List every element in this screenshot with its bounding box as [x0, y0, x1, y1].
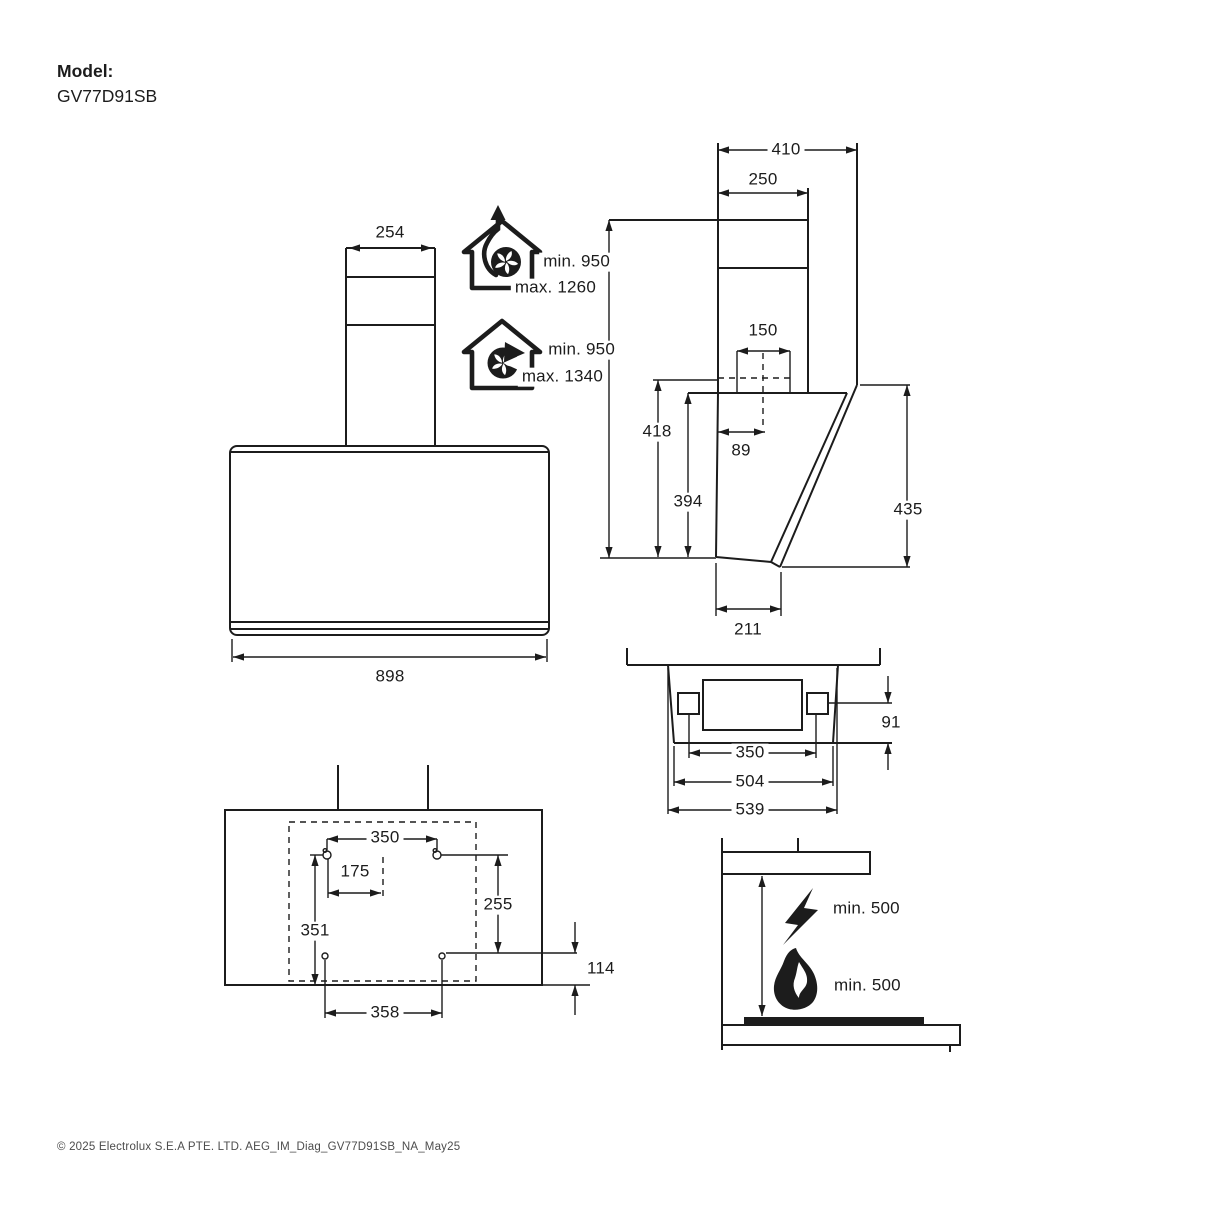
lightning-bolt-icon — [783, 888, 818, 945]
exhaust-max-height-label: max. 1260 — [510, 278, 600, 298]
flame-icon — [773, 948, 818, 1010]
template-hole-drop-label: 255 — [479, 895, 517, 915]
template-bottom-offset-label: 114 — [583, 959, 619, 979]
recirculation-arrowhead-icon — [504, 342, 525, 362]
top-bracket-drop-label: 91 — [881, 712, 901, 732]
clearance-electric-label: min. 500 — [833, 898, 900, 918]
side-rear-height-label: 435 — [889, 500, 927, 520]
side-view-drawing — [600, 143, 911, 616]
clearance-drawing — [721, 838, 961, 1052]
front-body-width-label: 898 — [375, 666, 405, 686]
hood-bottom-slab — [721, 851, 871, 875]
exhaust-min-height-label: min. 950 — [539, 252, 614, 272]
mounting-bracket-left — [677, 692, 700, 715]
model-label: Model: — [57, 61, 114, 81]
side-overall-depth-label: 410 — [767, 140, 805, 160]
side-front-height-label: 394 — [669, 492, 707, 512]
mounting-template-drawing — [224, 765, 590, 1018]
copyright-note: © 2025 Electrolux S.E.A PTE. LTD. AEG_IM… — [57, 1141, 461, 1153]
template-vertical-span-label: 351 — [296, 921, 334, 941]
recirc-min-height-label: min. 950 — [544, 340, 619, 360]
exhaust-mode-house-icon — [461, 205, 543, 291]
side-chimney-depth-label: 250 — [748, 169, 778, 189]
template-half-span-label: 175 — [336, 862, 374, 882]
side-bottom-depth-label: 211 — [734, 619, 762, 639]
model-number: GV77D91SB — [57, 86, 158, 106]
exhaust-arrow-icon — [482, 216, 501, 278]
front-chimney-width-label: 254 — [375, 222, 405, 242]
mounting-bracket-right — [806, 692, 829, 715]
screw-hole-right — [438, 952, 446, 960]
template-bottom-span-label: 358 — [366, 1003, 404, 1023]
top-inner-width-label: 504 — [731, 772, 769, 792]
template-top-span-label: 350 — [366, 828, 404, 848]
side-duct-offset-label: 89 — [731, 440, 751, 460]
side-duct-height-label: 418 — [638, 422, 676, 442]
top-bracket-span-label: 350 — [731, 743, 769, 763]
counter-top — [721, 1024, 961, 1046]
top-view-drawing — [626, 648, 892, 814]
recirc-max-height-label: max. 1340 — [517, 367, 607, 387]
side-duct-width-label: 150 — [748, 320, 778, 340]
clearance-gas-label: min. 500 — [834, 975, 901, 995]
cooktop-surface — [744, 1017, 924, 1025]
screw-hole-left — [321, 952, 329, 960]
top-overall-width-label: 539 — [731, 800, 769, 820]
front-view-drawing — [229, 244, 550, 662]
